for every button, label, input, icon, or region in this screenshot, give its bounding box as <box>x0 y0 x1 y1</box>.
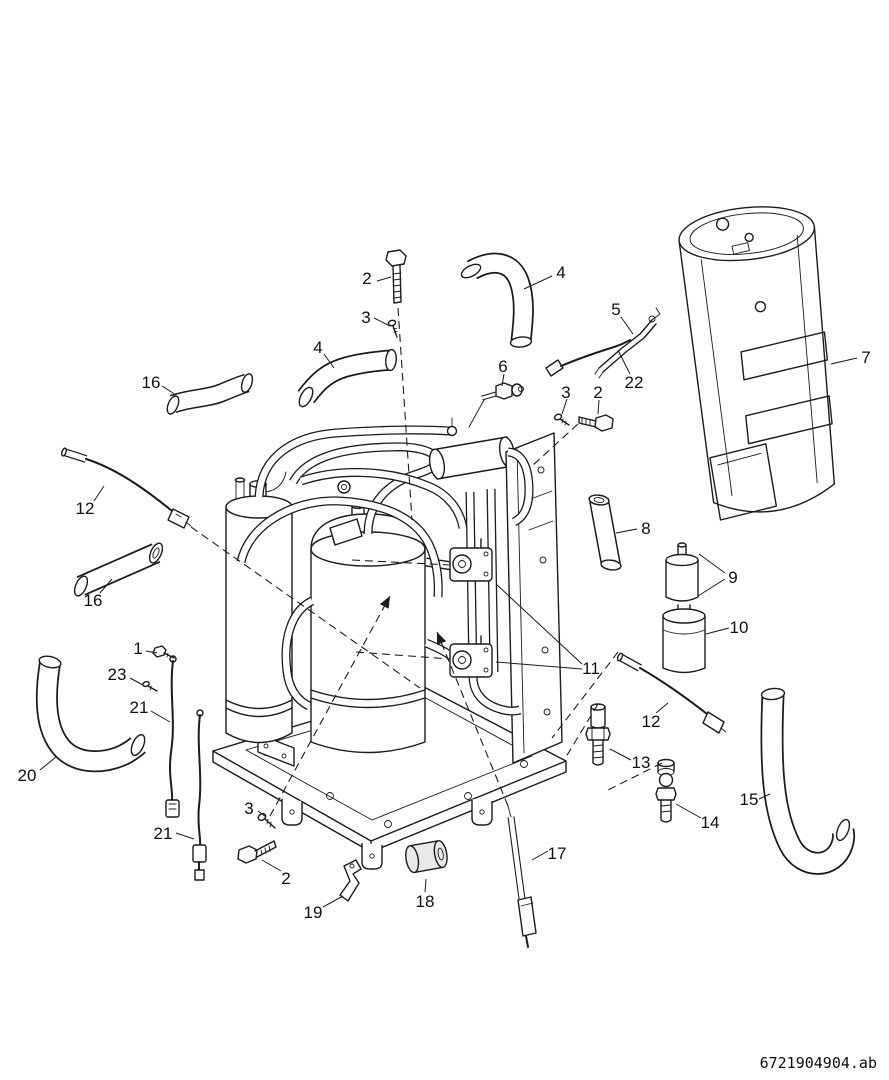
callout-2-bolt-top: 2 <box>362 269 371 288</box>
leader-lines <box>39 275 858 908</box>
document-code: 6721904904.ab <box>760 1054 877 1072</box>
callout-5-bracket: 5 <box>611 300 620 319</box>
part-18-sleeve <box>405 840 448 874</box>
part-4-hose-top <box>460 252 534 348</box>
callout-2-bolt-bottom: 2 <box>281 869 290 888</box>
part-4-hose-mid <box>297 348 397 408</box>
callout-21-cable-b: 21 <box>154 824 173 843</box>
part-15-hose <box>760 687 856 875</box>
callout-8-tube: 8 <box>641 519 650 538</box>
callout-6-fitting: 6 <box>498 357 507 376</box>
callout-labels: 2 3 4 5 6 22 3 2 7 16 4 12 16 8 9 10 11 … <box>18 263 871 922</box>
callout-15-hose: 15 <box>740 790 759 809</box>
callout-3-screw-mid: 3 <box>561 383 570 402</box>
callout-3-screw-bottom: 3 <box>244 799 253 818</box>
part-9-canister <box>665 542 699 602</box>
callout-19-clip: 19 <box>304 903 323 922</box>
part-2-bolt-top <box>385 249 407 304</box>
front-loop-pipes <box>236 417 458 711</box>
part-16-hose-top <box>166 373 254 415</box>
part-22-wire <box>545 339 631 377</box>
part-8-tube <box>588 494 622 571</box>
part-2-bolt-bottom <box>237 840 277 864</box>
solenoid-valve-upper <box>449 538 493 582</box>
callout-7-jacket: 7 <box>861 348 870 367</box>
part-2-bolt-mid <box>578 414 614 432</box>
part-1-screw <box>152 645 175 659</box>
muffler-cylinder <box>428 436 516 480</box>
callout-16-tube: 16 <box>84 591 103 610</box>
callout-22-wire: 22 <box>625 373 644 392</box>
part-12-sensor-left <box>61 447 192 529</box>
callout-14-sensor: 14 <box>701 813 720 832</box>
callout-10-canister: 10 <box>730 618 749 637</box>
callout-11-valves: 11 <box>582 659 600 678</box>
part-16-tube-straight <box>73 542 164 597</box>
part-19-clip <box>339 859 362 902</box>
callout-4-hose-mid: 4 <box>313 338 322 357</box>
part-12-sensor-right <box>616 652 727 734</box>
part-21-cable-b <box>192 709 207 881</box>
callout-16-hose-top: 16 <box>142 373 161 392</box>
part-10-canister <box>662 604 706 674</box>
part-3-screw-mid <box>553 413 570 426</box>
callout-12-sensor-right: 12 <box>642 712 661 731</box>
part-13-sensor <box>585 703 611 766</box>
callout-4-hose-top: 4 <box>556 263 565 282</box>
callout-18-sleeve: 18 <box>416 892 435 911</box>
callout-2-bolt-mid: 2 <box>593 383 602 402</box>
part-17-probe <box>507 805 537 948</box>
solenoid-valve-lower <box>449 635 493 678</box>
part-14-sensor <box>655 758 677 823</box>
callout-1-screw: 1 <box>133 639 142 658</box>
callout-20-hose: 20 <box>18 766 37 785</box>
part-23-screw <box>142 680 158 692</box>
part-7-insulation-jacket <box>678 206 836 521</box>
compressor-assembly <box>212 417 567 870</box>
part-20-hose <box>35 655 146 773</box>
locator-lines <box>190 307 663 817</box>
callout-13-sensor: 13 <box>632 753 651 772</box>
mounting-feet <box>281 799 493 870</box>
callout-21-cable-a: 21 <box>130 698 149 717</box>
callout-12-sensor-left: 12 <box>76 499 95 518</box>
callout-17-probe: 17 <box>548 844 567 863</box>
part-3-screw-bottom <box>257 813 276 829</box>
part-3-screw-top <box>387 319 398 338</box>
pipe-fitting <box>446 425 458 437</box>
callout-23-screw: 23 <box>108 665 127 684</box>
part-6-fitting <box>468 382 525 428</box>
part-21-cable-a <box>165 655 180 818</box>
compressor-body <box>310 502 426 754</box>
part-5-bracket <box>594 307 661 379</box>
callout-9-canister: 9 <box>728 568 737 587</box>
callout-3-screw-top: 3 <box>361 308 370 327</box>
